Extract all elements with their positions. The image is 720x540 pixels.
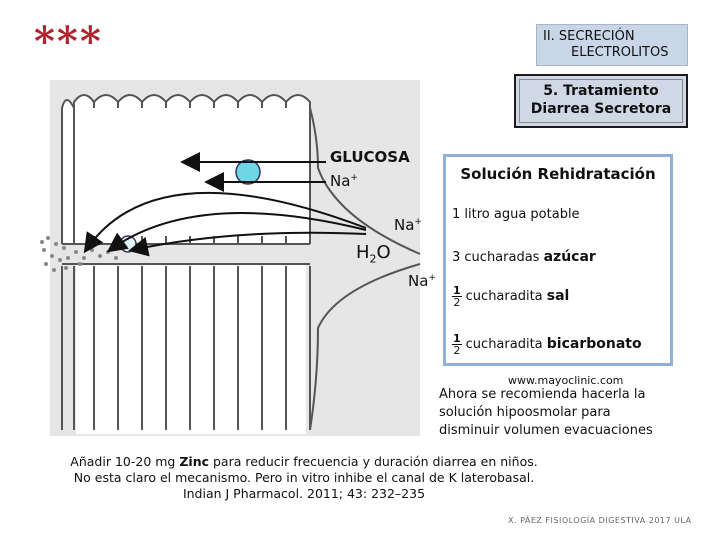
ingredient-sugar-text: 3 cucharadas	[452, 250, 540, 265]
ingredient-salt-bold: sal	[546, 288, 570, 304]
h2o-h: H	[356, 242, 370, 263]
lumen-particles	[40, 236, 118, 272]
na-top-charge: +	[350, 173, 358, 183]
na-mid-text: Na	[394, 216, 415, 234]
topic-line-2: Diarrea Secretora	[530, 101, 672, 117]
na-low-label: Na+	[408, 272, 436, 290]
cell-membrane	[62, 243, 310, 265]
stars-mark: ***	[34, 18, 103, 65]
topic-inner-border	[519, 79, 683, 123]
footer-line-1-b: para reducir frecuencia y duración diarr…	[209, 454, 538, 469]
footer-line-2: No esta claro el mecanismo. Pero in vitr…	[73, 470, 535, 485]
fraction-half-salt: 1 2	[452, 285, 462, 308]
na-top-label: Na+	[330, 172, 358, 190]
cell-border-right	[309, 107, 421, 431]
h2o-o: O	[376, 242, 391, 263]
footer-line-1: Añadir 10-20 mg Zinc para reducir frecue…	[62, 454, 546, 470]
recommendation-note: Ahora se recomienda hacerla la solución …	[439, 386, 689, 440]
ingredient-salt-text: cucharadita	[465, 289, 543, 304]
ingredient-bicarb-text: cucharadita	[465, 337, 543, 352]
na-mid-label: Na+	[394, 216, 422, 234]
fraction-num-2: 1	[452, 332, 462, 345]
ingredient-sugar: 3 cucharadas azúcar	[452, 249, 596, 265]
solution-box: Solución Rehidratación 1 litro agua pota…	[443, 154, 673, 366]
na-low-charge: +	[428, 273, 436, 283]
sodium-arrow-curve-2	[106, 212, 367, 253]
topic-line-1: 5. Tratamiento	[543, 83, 659, 99]
section-line-1: II. SECRECIÓN	[543, 29, 635, 44]
solution-title: Solución Rehidratación	[460, 165, 656, 183]
section-line-2: ELECTROLITOS	[571, 45, 669, 60]
ingredient-salt: 1 2 cucharadita sal	[452, 285, 569, 308]
na-mid-charge: +	[414, 217, 422, 227]
epithelium-diagram	[40, 80, 421, 436]
note-line-3: disminuir volumen evacuaciones	[439, 423, 653, 438]
section-label: II. SECRECIÓN ELECTROLITOS	[536, 24, 688, 66]
sodium-arrow-curve-1	[83, 191, 367, 254]
ingredient-bicarbonate: 1 2 cucharadita bicarbonato	[452, 333, 642, 356]
fraction-num: 1	[452, 284, 462, 297]
footer-line-1-a: Añadir 10-20 mg	[70, 454, 180, 469]
author-credit: X. PÁEZ FISIOLOGÍA DIGESTIVA 2017 ULA	[508, 516, 692, 525]
ingredient-water: 1 litro agua potable	[452, 207, 580, 222]
water-arrow	[128, 231, 367, 257]
source-url: www.mayoclinic.com	[508, 374, 624, 387]
glucose-transporter	[235, 159, 261, 185]
na-top-text: Na	[330, 172, 351, 190]
note-line-2: solución hipoosmolar para	[439, 405, 611, 420]
zinc-footnote: Añadir 10-20 mg Zinc para reducir frecue…	[62, 454, 546, 502]
glucosa-label: GLUCOSA	[330, 148, 410, 166]
fraction-half-bicarb: 1 2	[452, 333, 462, 356]
h2o-label: H2O	[356, 242, 391, 266]
fraction-den: 2	[453, 296, 461, 309]
footer-zinc: Zinc	[179, 454, 210, 469]
na-low-text: Na	[408, 272, 429, 290]
lower-cell-microvilli	[61, 266, 311, 430]
fraction-den-2: 2	[453, 344, 461, 357]
topic-title: 5. Tratamiento Diarrea Secretora	[514, 74, 688, 128]
ingredient-bicarb-bold: bicarbonato	[546, 336, 642, 352]
note-line-1: Ahora se recomienda hacerla la	[439, 387, 646, 402]
footer-line-3: Indian J Pharmacol. 2011; 43: 232–235	[182, 486, 426, 501]
ingredient-sugar-bold: azúcar	[543, 249, 596, 265]
h2o-sub: 2	[369, 252, 377, 266]
